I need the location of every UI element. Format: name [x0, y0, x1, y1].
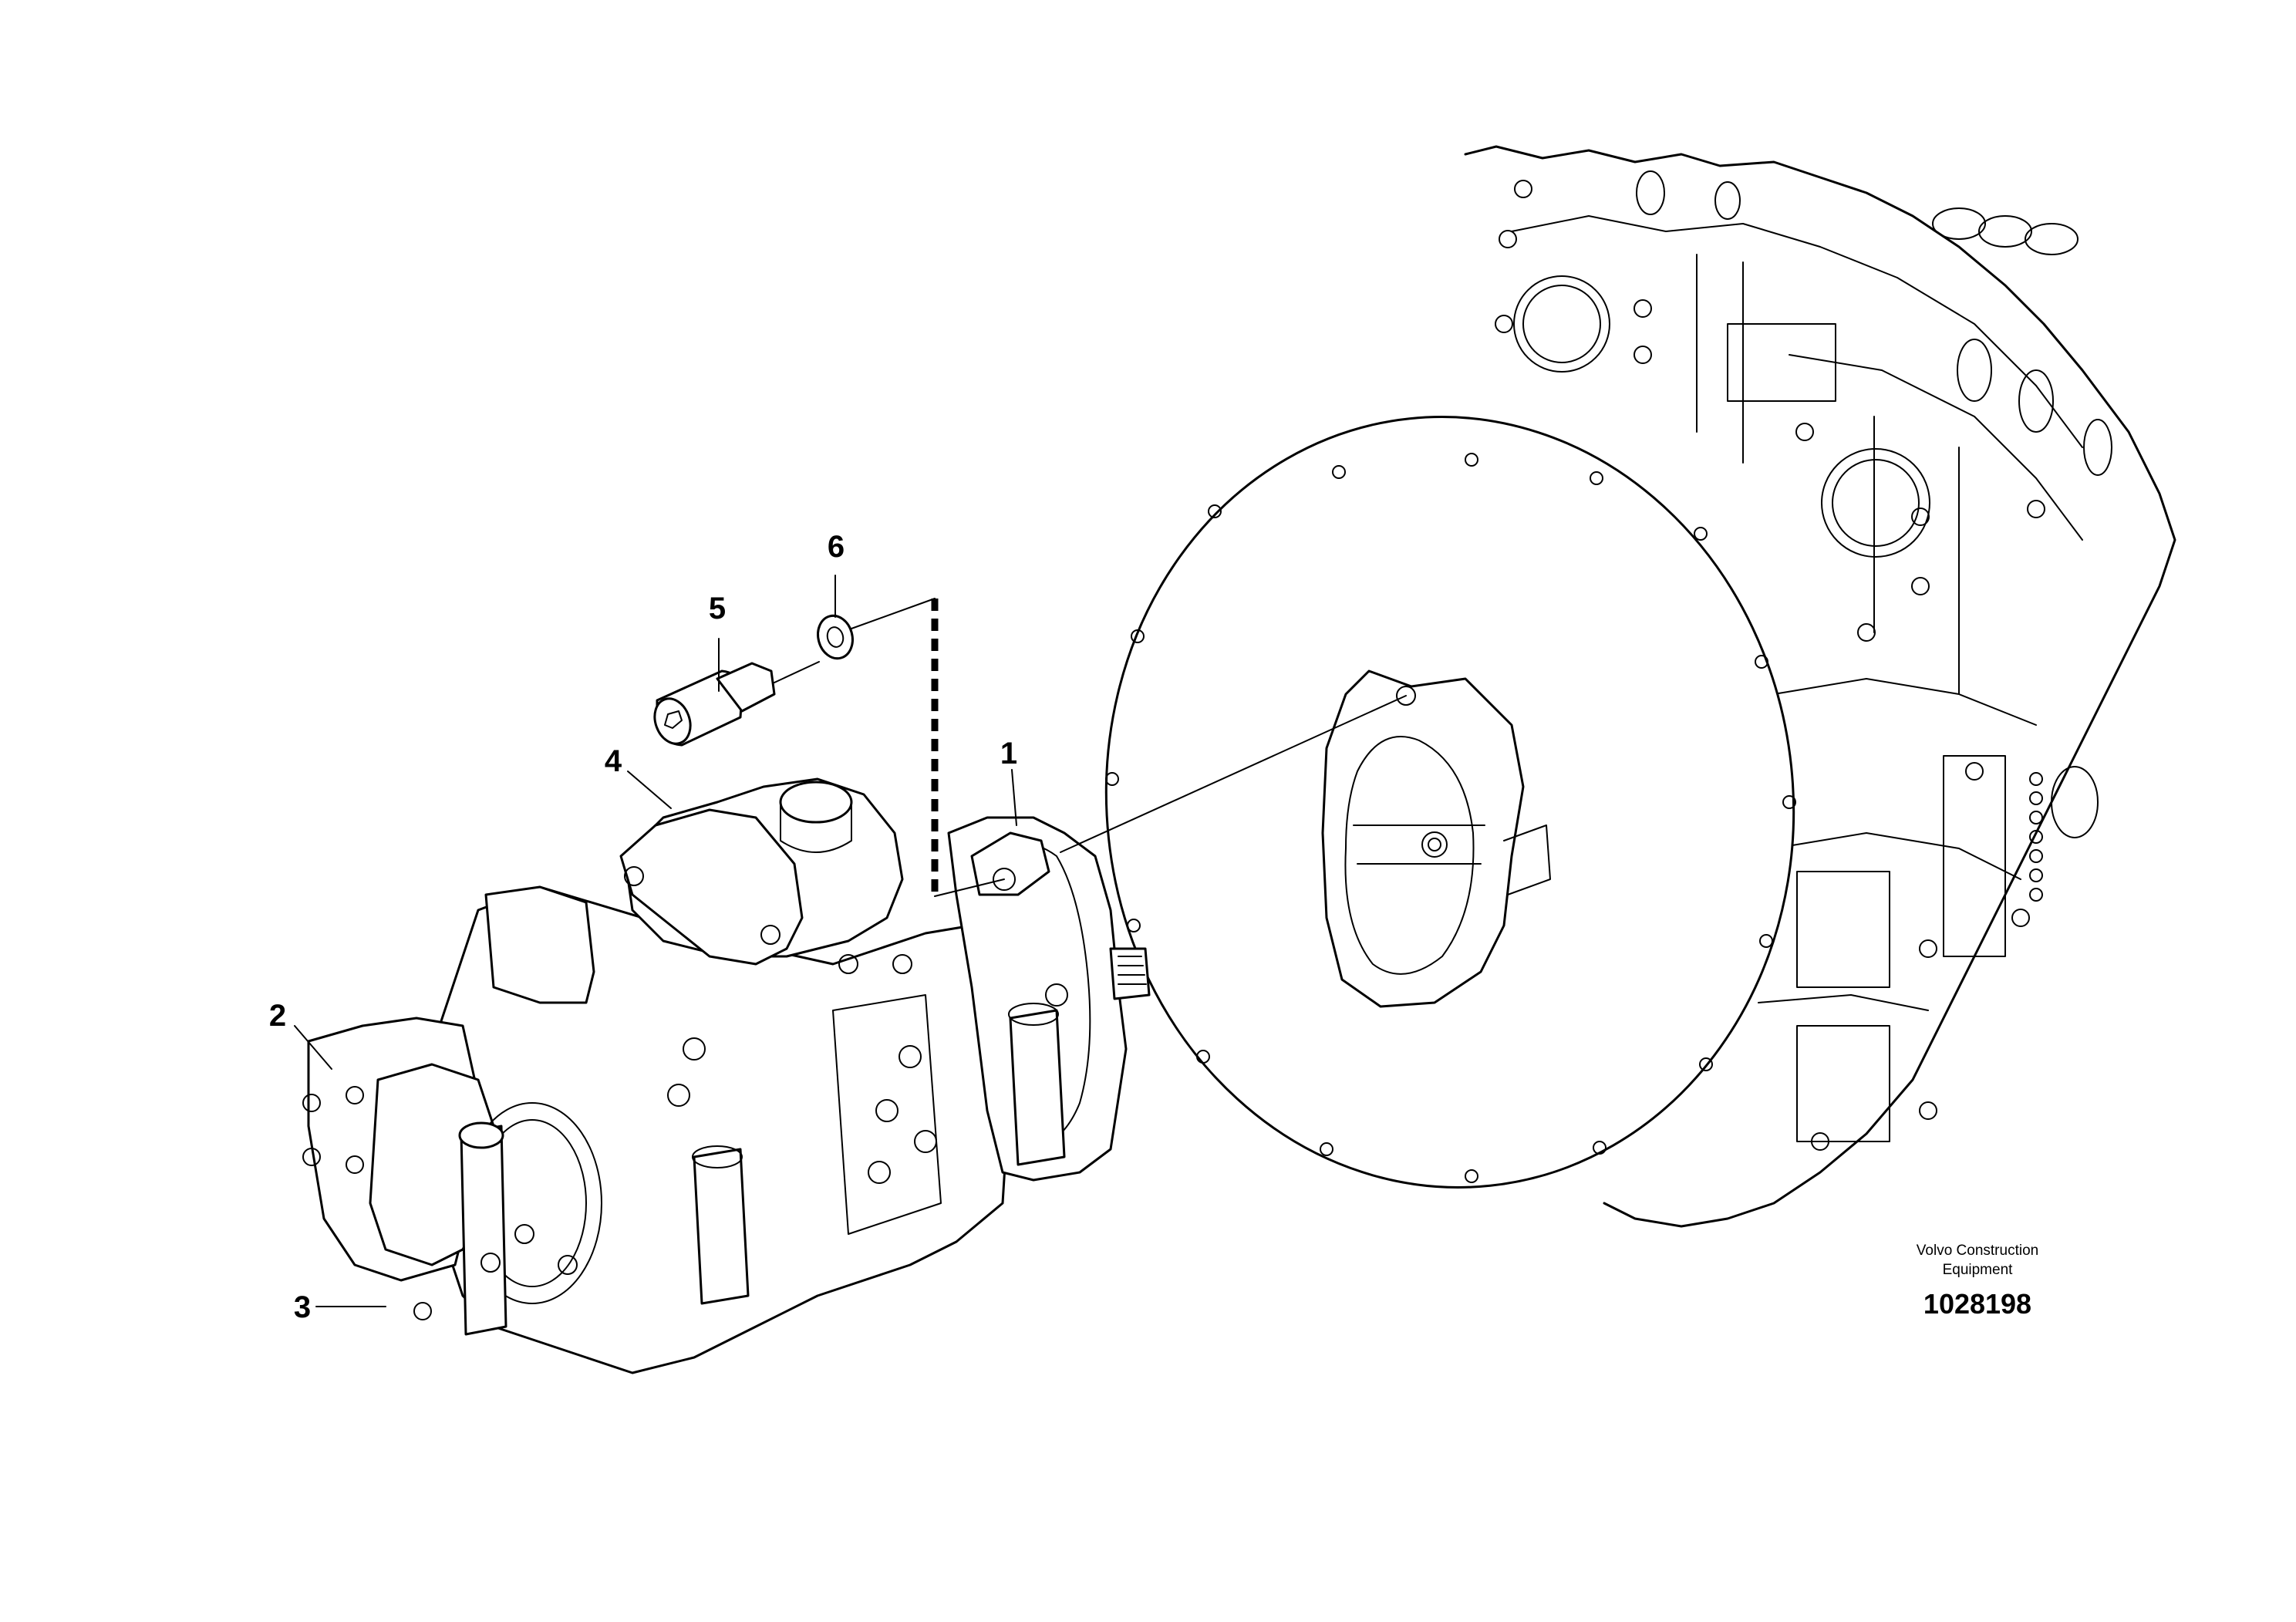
washer-part-6 [817, 614, 854, 660]
callout-3: 3 [294, 1290, 311, 1324]
reference-number: 1028198 [1923, 1288, 2031, 1320]
callout-2: 2 [269, 999, 286, 1033]
flywheel-housing [1104, 416, 1796, 1189]
assembly-lines [294, 575, 1407, 1307]
pump-assembly [302, 777, 1151, 1374]
engine-block [1464, 145, 2176, 1228]
brand-line-2: Equipment [1943, 1262, 2014, 1278]
bolt-part-5 [653, 662, 776, 747]
callout-1: 1 [1000, 737, 1017, 771]
callout-5: 5 [709, 592, 726, 626]
callout-6: 6 [828, 530, 845, 564]
brand-line-1: Volvo Construction [1917, 1243, 2038, 1259]
callout-4: 4 [605, 744, 622, 778]
